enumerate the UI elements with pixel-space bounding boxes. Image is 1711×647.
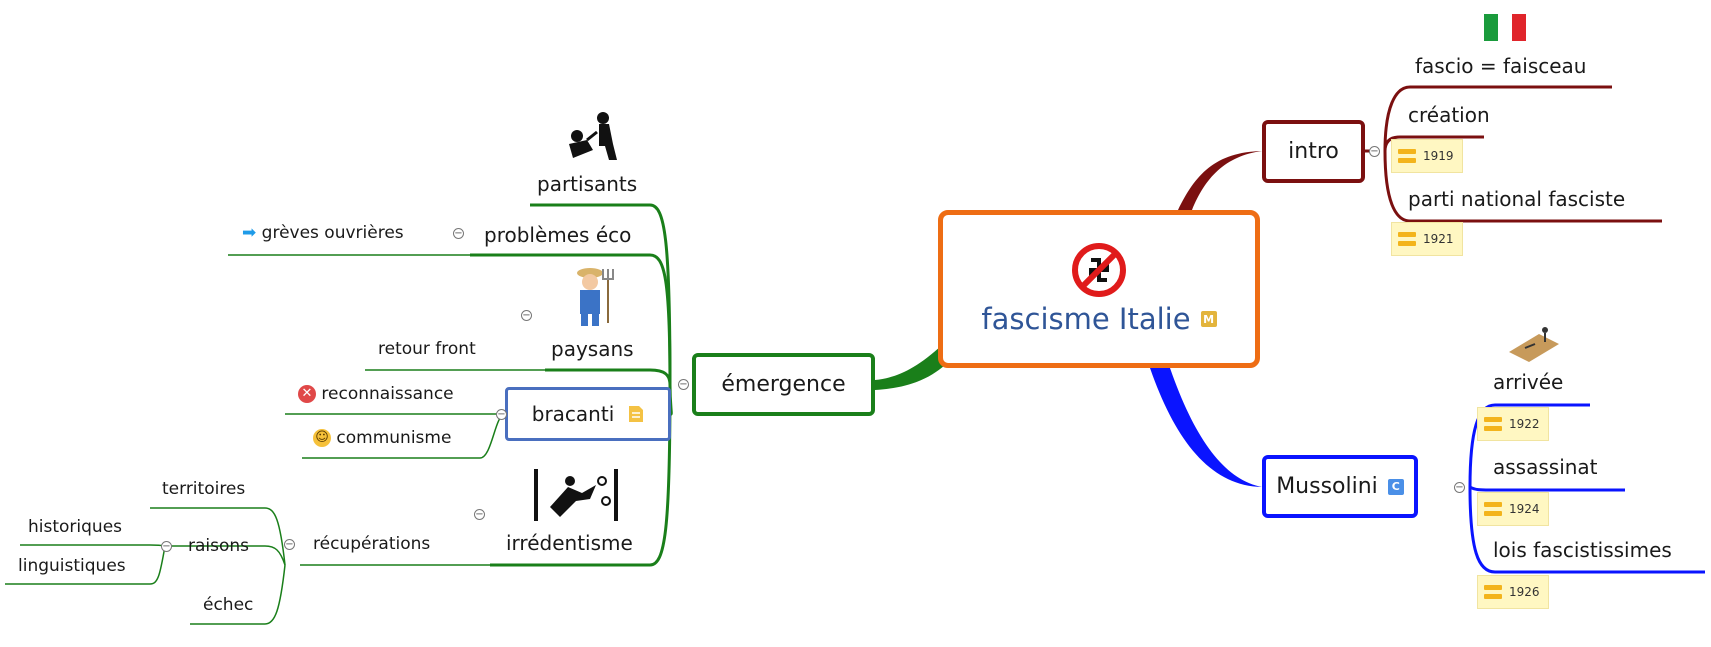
topic-assassinat[interactable]: assassinat (1493, 455, 1598, 479)
connector-raisons-linguistiques (5, 545, 166, 585)
topic-communisme[interactable]: ☺ communisme (313, 429, 451, 447)
topic-intro-label: intro (1288, 139, 1339, 164)
topic-creation[interactable]: création (1408, 103, 1490, 127)
topic-mussolini[interactable]: Mussolini C (1262, 455, 1418, 518)
collapse-emergence-toggle[interactable]: − (678, 379, 689, 390)
marker-c-badge[interactable]: C (1387, 478, 1404, 495)
date-note-arrivee: 1922 (1477, 407, 1549, 441)
breaking-chains-icon (534, 469, 618, 521)
collapse-problemes-toggle[interactable]: − (453, 228, 464, 239)
date-value: 1921 (1423, 232, 1454, 246)
connector-intro-c3 (1383, 150, 1662, 223)
marker-m-badge[interactable]: M (1200, 311, 1217, 327)
collapse-recuperations-toggle[interactable]: − (284, 539, 295, 550)
central-title-row: fascisme Italie M (981, 302, 1217, 336)
topic-intro[interactable]: intro (1262, 120, 1365, 183)
error-icon: ✕ (298, 385, 316, 403)
date-value: 1922 (1509, 417, 1540, 431)
date-note-parti: 1921 (1391, 222, 1463, 256)
connector-intro-c1 (1383, 85, 1612, 152)
farmer-icon (577, 268, 614, 326)
topic-mussolini-label: Mussolini (1276, 474, 1378, 499)
topic-lois-fascistissimes[interactable]: lois fascistissimes (1493, 538, 1672, 562)
connector-recup-territoires (150, 507, 286, 566)
topic-problemes-eco[interactable]: problèmes éco (484, 223, 632, 247)
topic-partisants[interactable]: partisants (537, 172, 638, 196)
topic-fascio[interactable]: fascio = faisceau (1415, 54, 1587, 78)
topic-arrivee[interactable]: arrivée (1493, 370, 1564, 394)
connector-emergence-paysans (545, 368, 672, 386)
topic-echec[interactable]: échec (203, 595, 254, 615)
connector-central-mussolini (1150, 368, 1262, 487)
connector-central-emergence (875, 345, 945, 390)
collapse-raisons-toggle[interactable]: − (161, 541, 172, 552)
connector-central-intro (1178, 151, 1262, 210)
topic-parti-national[interactable]: parti national fasciste (1408, 187, 1626, 211)
topic-reconnaissance[interactable]: ✕ reconnaissance (298, 385, 454, 403)
arrow-right-icon: ➡ (242, 223, 257, 243)
date-note-assassinat: 1924 (1477, 492, 1549, 526)
no-swastika-icon (1072, 243, 1126, 297)
task-icon (1398, 149, 1416, 163)
topic-bracanti[interactable]: bracanti (505, 387, 671, 441)
date-note-lois: 1926 (1477, 575, 1549, 609)
connector-emergence-problemes (470, 253, 672, 386)
task-icon (1398, 232, 1416, 246)
topic-linguistiques[interactable]: linguistiques (18, 556, 126, 576)
smile-icon: ☺ (313, 429, 331, 447)
topic-emergence-label: émergence (721, 372, 846, 397)
topic-irredentisme[interactable]: irrédentisme (506, 531, 633, 555)
march-figure-icon (1509, 327, 1559, 362)
topic-emergence[interactable]: émergence (692, 353, 875, 416)
collapse-bracanti-toggle[interactable]: − (496, 409, 507, 420)
collapse-intro-toggle[interactable]: − (1369, 146, 1380, 157)
connector-recup-raisons (170, 545, 286, 566)
central-title: fascisme Italie (981, 302, 1191, 336)
fighters-icon (569, 112, 617, 160)
topic-raisons[interactable]: raisons (188, 536, 250, 556)
connector-mussolini-c3 (1468, 486, 1705, 574)
topic-reconnaissance-label: reconnaissance (321, 384, 454, 404)
topic-greves[interactable]: ➡ grèves ouvrières (242, 225, 404, 242)
collapse-paysans-toggle[interactable]: − (521, 310, 532, 321)
collapse-irredentisme-toggle[interactable]: − (474, 509, 485, 520)
connector-intro-c2 (1383, 135, 1484, 152)
central-topic[interactable]: fascisme Italie M (938, 210, 1260, 368)
topic-paysans[interactable]: paysans (551, 337, 634, 361)
date-value: 1924 (1509, 502, 1540, 516)
topic-bracanti-label: bracanti (531, 402, 615, 426)
task-icon (1484, 417, 1502, 431)
date-value: 1926 (1509, 585, 1540, 599)
collapse-mussolini-toggle[interactable]: − (1454, 482, 1465, 493)
connector-recup-echec (190, 564, 286, 625)
topic-historiques[interactable]: historiques (28, 517, 123, 537)
task-icon (1484, 585, 1502, 599)
topic-greves-label: grèves ouvrières (261, 223, 404, 243)
date-value: 1919 (1423, 149, 1454, 163)
topic-territoires[interactable]: territoires (162, 479, 246, 499)
note-icon (629, 406, 644, 422)
topic-retour-front[interactable]: retour front (378, 339, 476, 359)
task-icon (1484, 502, 1502, 516)
connector-raisons-historiques (20, 544, 166, 547)
topic-communisme-label: communisme (336, 428, 452, 448)
connector-mussolini-c2 (1469, 485, 1625, 492)
italy-flag-icon (1484, 14, 1526, 41)
topic-recuperations[interactable]: récupérations (313, 534, 431, 554)
date-note-creation: 1919 (1391, 139, 1463, 173)
